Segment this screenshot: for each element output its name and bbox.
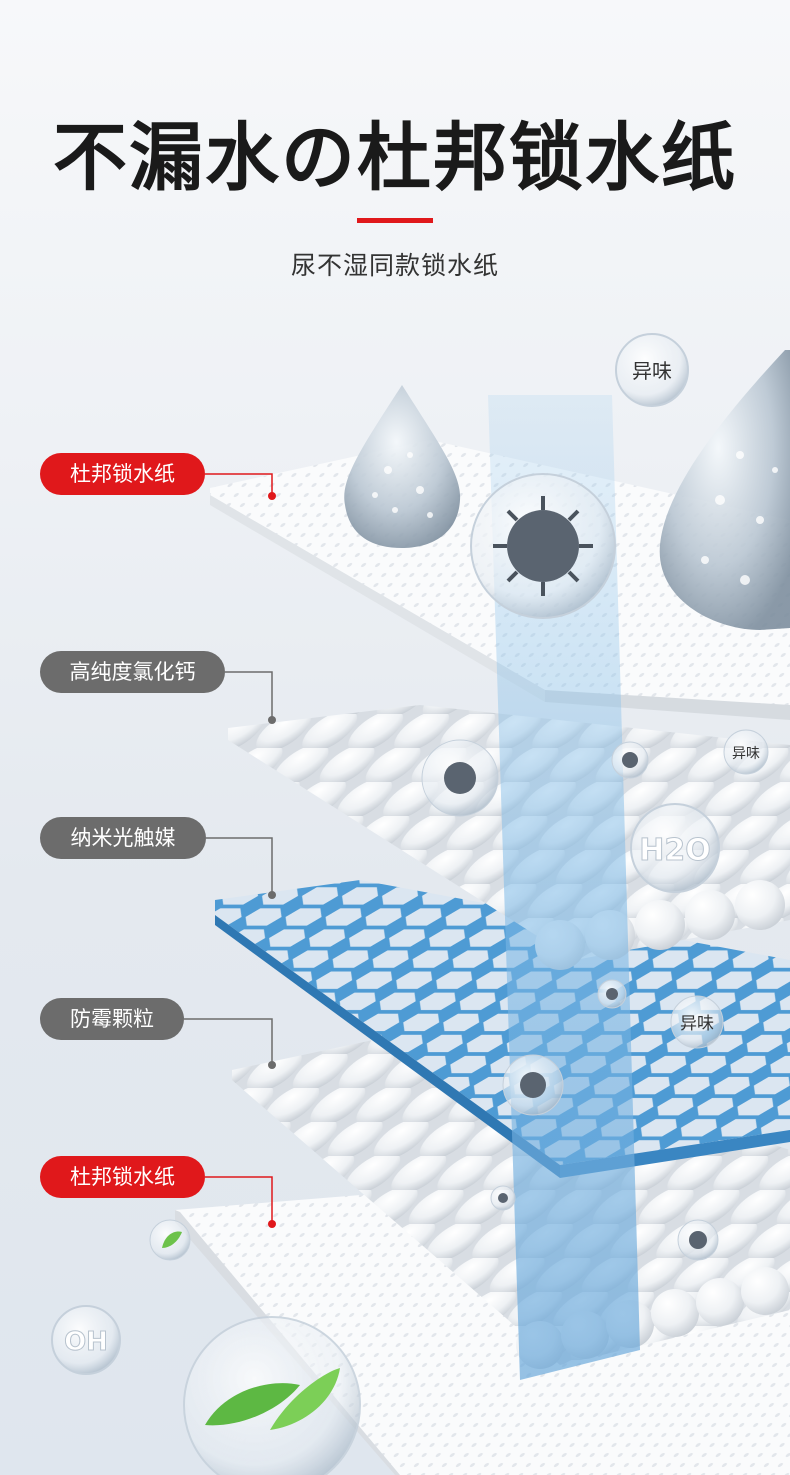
h2o-bubble: H2O [630, 803, 720, 893]
odor-bubble-top: 异味 [615, 333, 689, 407]
layer-label-top-paper: 杜邦锁水纸 [40, 453, 205, 495]
water-absorption-beam [488, 395, 640, 1380]
virus-icon [677, 1219, 719, 1261]
virus-icon [490, 1185, 516, 1211]
leaf-icon [183, 1316, 361, 1475]
oh-bubble: OH [51, 1305, 121, 1375]
water-drop-icon [344, 385, 461, 548]
svg-text:异味: 异味 [732, 746, 760, 762]
layer-label-bottom-paper: 杜邦锁水纸 [40, 1156, 205, 1198]
virus-icon [470, 473, 616, 619]
layer-label-photocatalyst: 纳米光触媒 [40, 817, 206, 859]
virus-icon [597, 979, 627, 1009]
honeycomb-layer [215, 880, 790, 1165]
virus-icon [502, 1054, 564, 1116]
water-drop-icon [659, 350, 790, 630]
layer-label-calcium-chloride: 高纯度氯化钙 [40, 651, 225, 693]
page-subtitle: 尿不湿同款锁水纸 [290, 251, 499, 280]
leaf-icon [149, 1219, 191, 1261]
svg-text:H2O: H2O [639, 833, 710, 868]
page-title: 不漏水の杜邦锁水纸 [53, 115, 737, 201]
title-underline [357, 218, 433, 223]
svg-text:OH: OH [64, 1327, 108, 1357]
connector-dots [268, 492, 276, 1228]
layer-label-anti-mold: 防霉颗粒 [40, 998, 184, 1040]
virus-icon [611, 741, 649, 779]
svg-text:异味: 异味 [632, 359, 672, 383]
virus-icon [421, 739, 499, 817]
label-connectors [184, 473, 273, 1224]
svg-text:异味: 异味 [680, 1014, 714, 1034]
odor-bubble-low: 异味 [670, 995, 724, 1049]
odor-bubble-mid: 异味 [723, 729, 769, 775]
